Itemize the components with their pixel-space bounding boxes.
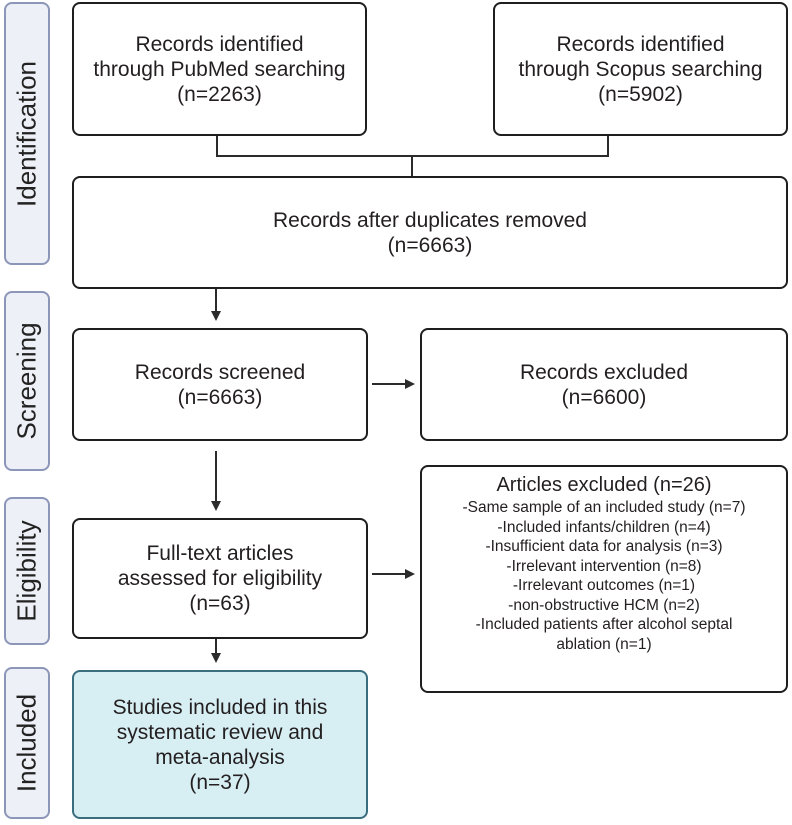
stage-included: Included bbox=[4, 667, 50, 819]
exclusion-reason: -non-obstructive HCM (n=2) bbox=[508, 596, 700, 614]
scopus-records-box: Records identified through Scopus search… bbox=[493, 2, 788, 136]
records-screened-box: Records screened (n=6663) bbox=[72, 328, 368, 441]
screened-label: Records screened bbox=[134, 360, 306, 384]
stage-eligibility: Eligibility bbox=[4, 497, 50, 645]
duplicates-removed-box: Records after duplicates removed (n=6663… bbox=[72, 176, 788, 289]
records-excluded-box: Records excluded (n=6600) bbox=[420, 328, 788, 441]
included-line-1: Studies included in this bbox=[112, 695, 328, 719]
exclusion-reason: -Included patients after alcohol septal bbox=[475, 616, 733, 633]
stage-identification: Identification bbox=[4, 2, 50, 265]
exclusion-reason: -Insufficient data for analysis (n=3) bbox=[485, 538, 723, 555]
merge-connector bbox=[216, 136, 609, 157]
included-line-2: systematic review and bbox=[116, 720, 324, 744]
exclusion-reason: -Irrelevant intervention (n=8) bbox=[506, 557, 702, 575]
articles-excluded-title: Articles excluded (n=26) bbox=[496, 474, 712, 496]
scopus-count: (n=5902) bbox=[598, 82, 683, 106]
stage-screening: Screening bbox=[4, 291, 50, 471]
included-count: (n=37) bbox=[189, 770, 251, 794]
excluded-count: (n=6600) bbox=[561, 385, 647, 409]
pubmed-count: (n=2263) bbox=[177, 82, 262, 106]
fulltext-line-2: assessed for eligibility bbox=[117, 567, 323, 590]
excluded-label: Records excluded bbox=[519, 360, 689, 384]
exclusion-reason: -Included infants/children (n=4) bbox=[497, 518, 711, 536]
exclusion-reason: ablation (n=1) bbox=[556, 635, 652, 653]
duplicates-line-1: Records after duplicates removed bbox=[273, 208, 587, 232]
pubmed-line-1: Records identified bbox=[135, 32, 304, 56]
fulltext-line-1: Full-text articles bbox=[146, 542, 294, 565]
fulltext-assessed-box: Full-text articles assessed for eligibil… bbox=[72, 518, 368, 639]
fulltext-count: (n=63) bbox=[189, 592, 251, 615]
studies-included-box: Studies included in this systematic revi… bbox=[72, 670, 368, 819]
scopus-line-2: through Scopus searching bbox=[518, 57, 763, 81]
pubmed-records-box: Records identified through PubMed search… bbox=[72, 2, 367, 136]
pubmed-line-2: through PubMed searching bbox=[93, 57, 346, 81]
scopus-line-1: Records identified bbox=[556, 32, 725, 56]
duplicates-count: (n=6663) bbox=[387, 233, 473, 257]
included-line-3: meta-analysis bbox=[155, 745, 285, 769]
articles-excluded-box: Articles excluded (n=26) -Same sample of… bbox=[420, 465, 788, 693]
exclusion-reason: -Irrelevant outcomes (n=1) bbox=[512, 577, 696, 594]
exclusion-reason: -Same sample of an included study (n=7) bbox=[462, 499, 746, 516]
screened-count: (n=6663) bbox=[177, 385, 263, 409]
